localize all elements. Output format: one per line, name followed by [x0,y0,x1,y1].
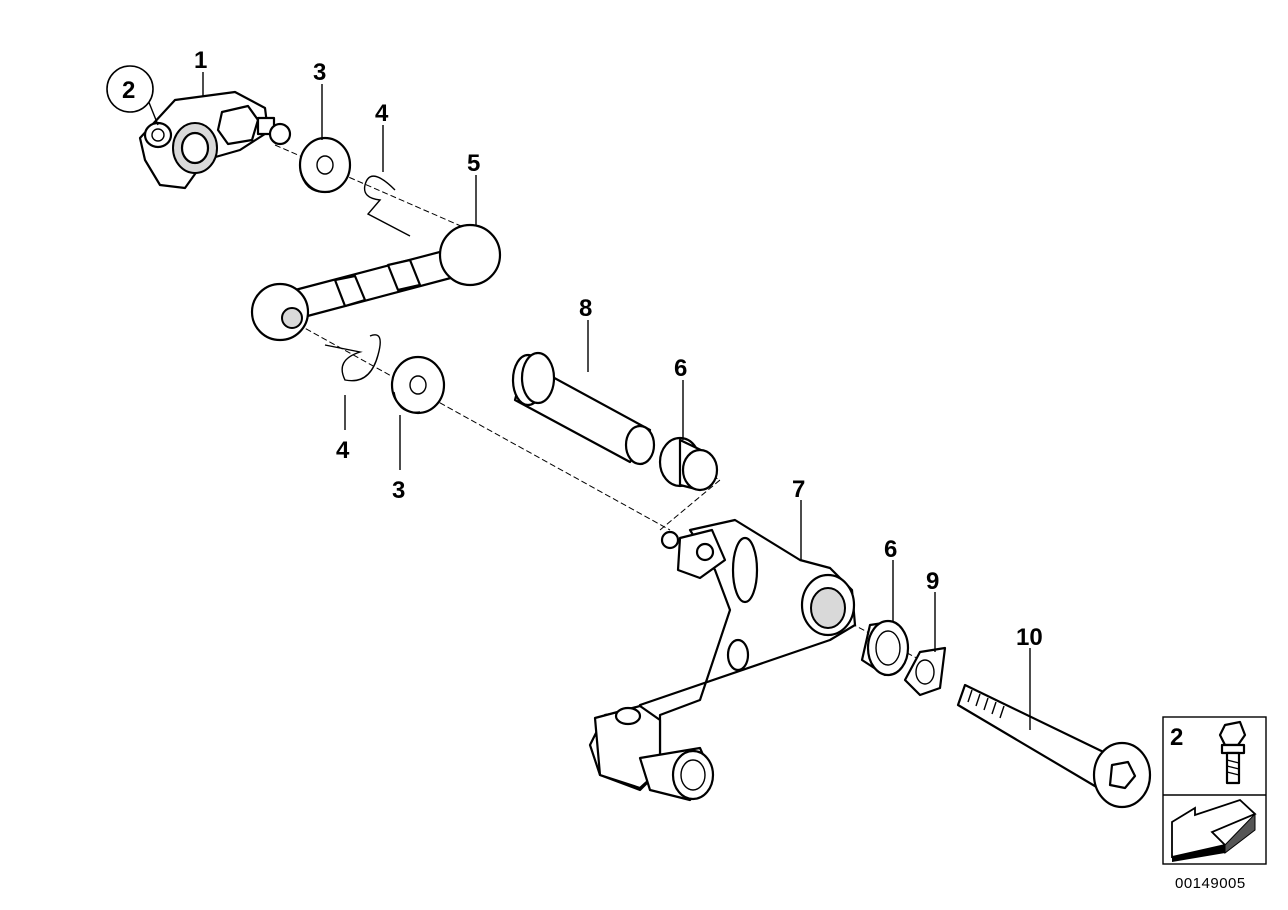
callout-7: 7 [792,476,805,503]
inset-box: 2 [1162,716,1267,865]
part-3-washer-lower [390,355,446,415]
leader-lines [147,72,1031,730]
callout-2: 2 [122,77,135,104]
callout-3-lower: 3 [392,477,405,504]
part-6-bush-lower [860,619,910,677]
direction-arrow-icon [1171,798,1257,862]
callout-4-upper: 4 [375,100,389,127]
part-5-linkage-rod [250,223,502,342]
part-10-bolt [956,683,1152,809]
part-3-washer-upper [298,136,352,194]
part-1-clamp-lever [138,90,292,190]
callout-6-upper: 6 [674,355,687,382]
callout-3-upper: 3 [313,59,326,86]
part-4-spring-clip-lower [324,334,381,382]
inset-label: 2 [1170,724,1183,751]
callout-10: 10 [1016,624,1043,651]
part-8-sleeve [511,351,656,466]
screw-icon [1218,720,1247,785]
callout-4-lower: 4 [336,437,350,464]
callout-6-lower: 6 [884,536,897,563]
callout-labels: 1 2 3 4 5 8 6 4 3 7 6 9 10 [122,47,1043,651]
callout-5: 5 [467,150,480,177]
callout-2-circle [106,65,154,113]
callout-1: 1 [194,47,207,74]
part-6-bush-upper [658,436,719,492]
part-4-spring-clip-upper [363,175,411,237]
part-7-shift-lever [588,518,857,802]
diagram-reference-number: 00149005 [1175,875,1246,892]
callout-9: 9 [926,568,939,595]
part-9-lock-washer [903,646,947,697]
callout-8: 8 [579,295,592,322]
